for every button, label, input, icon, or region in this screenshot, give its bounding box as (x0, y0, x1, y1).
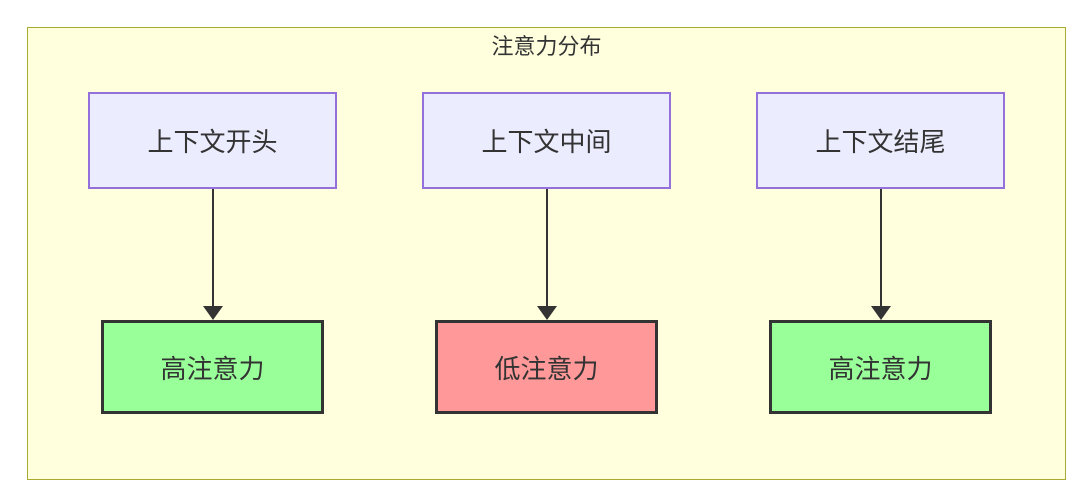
arrow-down-icon (536, 189, 557, 320)
node-high-attention-right: 高注意力 (769, 320, 992, 414)
node-context-end: 上下文结尾 (756, 92, 1005, 189)
node-low-attention-middle: 低注意力 (435, 320, 658, 414)
diagram-title: 注意力分布 (491, 35, 602, 60)
diagram-columns: 上下文开头 高注意力 上下文中间 低注意力 上下文结尾 (28, 92, 1065, 414)
column-context-end: 上下文结尾 高注意力 (756, 92, 1005, 414)
attention-distribution-container: 注意力分布 上下文开头 高注意力 上下文中间 低注意力 上下文结尾 (27, 27, 1066, 480)
node-context-beginning: 上下文开头 (88, 92, 337, 189)
arrow-line (211, 189, 214, 306)
node-high-attention-left: 高注意力 (101, 320, 324, 414)
node-context-middle: 上下文中间 (422, 92, 671, 189)
arrow-line (545, 189, 548, 306)
arrow-head-icon (202, 306, 223, 320)
arrow-line (879, 189, 882, 306)
arrow-down-icon (870, 189, 891, 320)
column-context-beginning: 上下文开头 高注意力 (88, 92, 337, 414)
column-context-middle: 上下文中间 低注意力 (422, 92, 671, 414)
arrow-head-icon (536, 306, 557, 320)
arrow-head-icon (870, 306, 891, 320)
arrow-down-icon (202, 189, 223, 320)
